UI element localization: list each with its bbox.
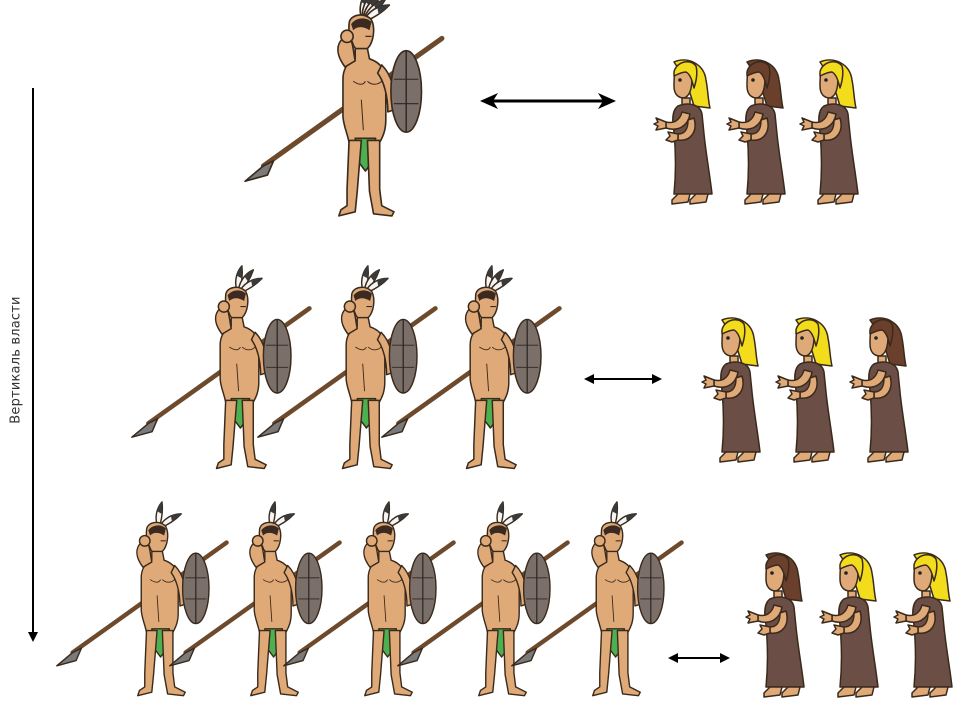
- warrior-row-3-2: [169, 501, 342, 697]
- warrior-row-1-1: [244, 0, 445, 217]
- woman-row-3-1: [745, 552, 805, 698]
- woman-row-1-2: [726, 59, 786, 205]
- woman-row-2-1: [701, 317, 761, 463]
- woman-row-3-2: [819, 552, 879, 698]
- woman-row-1-3: [799, 59, 859, 205]
- woman-row-2-2: [775, 317, 835, 463]
- figures-layer: [56, 0, 953, 698]
- warrior-row-2-2: [257, 265, 438, 470]
- woman-row-1-1: [653, 59, 713, 205]
- warrior-row-3-4: [397, 501, 570, 697]
- warrior-row-2-3: [381, 265, 562, 470]
- woman-row-3-3: [893, 552, 953, 698]
- warrior-row-3-3: [283, 501, 456, 697]
- warrior-row-3-5: [511, 501, 684, 697]
- warrior-row-2-1: [131, 265, 312, 470]
- woman-row-2-3: [849, 317, 909, 463]
- warrior-row-3-1: [56, 501, 229, 697]
